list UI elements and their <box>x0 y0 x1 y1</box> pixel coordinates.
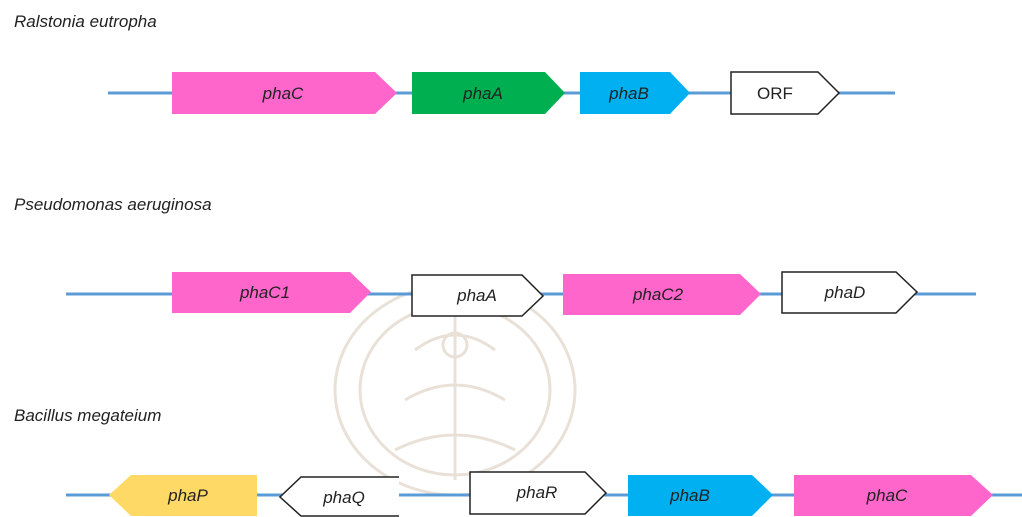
gene-label: phaB <box>608 84 649 103</box>
operon-bacillus: phaP phaQ phaR phaB phaC <box>66 471 1022 517</box>
gene-phaC: phaC <box>172 72 397 114</box>
gene-arrow <box>109 475 257 516</box>
gene-label: phaR <box>516 483 558 502</box>
gene-phaA: phaA <box>412 72 565 114</box>
gene-arrow <box>563 274 761 315</box>
gene-phaD: phaD <box>781 271 919 314</box>
gene-label: phaC1 <box>239 283 290 302</box>
gene-label: ORF <box>757 84 793 103</box>
gene-phaC2: phaC2 <box>563 274 761 315</box>
gene-arrow <box>781 271 919 314</box>
gene-phaB: phaB <box>580 72 690 114</box>
gene-label: phaA <box>462 84 503 103</box>
gene-arrow <box>469 471 608 515</box>
operon-pseudomonas: phaC1 phaA phaC2 phaD <box>66 271 976 317</box>
gene-arrow <box>794 475 993 516</box>
gene-label: phaC <box>262 84 304 103</box>
gene-phaC1: phaC1 <box>172 272 371 313</box>
gene-phaC: phaC <box>794 475 993 516</box>
organism-label-bacillus: Bacillus megateium <box>14 406 162 425</box>
gene-phaP: phaP <box>109 475 257 516</box>
gene-arrow <box>172 272 371 313</box>
gene-arrow <box>278 476 399 517</box>
gene-arrow <box>628 475 773 516</box>
gene-arrow <box>411 274 545 317</box>
gene-label: phaC <box>866 486 908 505</box>
gene-label: phaB <box>669 486 710 505</box>
organism-label-ralstonia: Ralstonia eutropha <box>14 12 157 31</box>
organism-label-pseudomonas: Pseudomonas aeruginosa <box>14 195 212 214</box>
gene-phaA: phaA <box>411 274 545 317</box>
gene-label: phaA <box>456 286 497 305</box>
gene-arrow <box>412 72 565 114</box>
gene-label: phaP <box>167 486 208 505</box>
gene-phaR: phaR <box>469 471 608 515</box>
gene-label: phaQ <box>322 488 365 507</box>
gene-label: phaD <box>824 283 866 302</box>
gene-orf: ORF <box>730 71 841 115</box>
operon-ralstonia: phaC phaA phaB ORF <box>108 71 895 115</box>
gene-label: phaC2 <box>632 285 684 304</box>
gene-phaQ: phaQ <box>278 476 399 517</box>
gene-phaB: phaB <box>628 475 773 516</box>
gene-arrow <box>730 71 841 115</box>
gene-arrow <box>580 72 690 114</box>
gene-arrow <box>172 72 397 114</box>
